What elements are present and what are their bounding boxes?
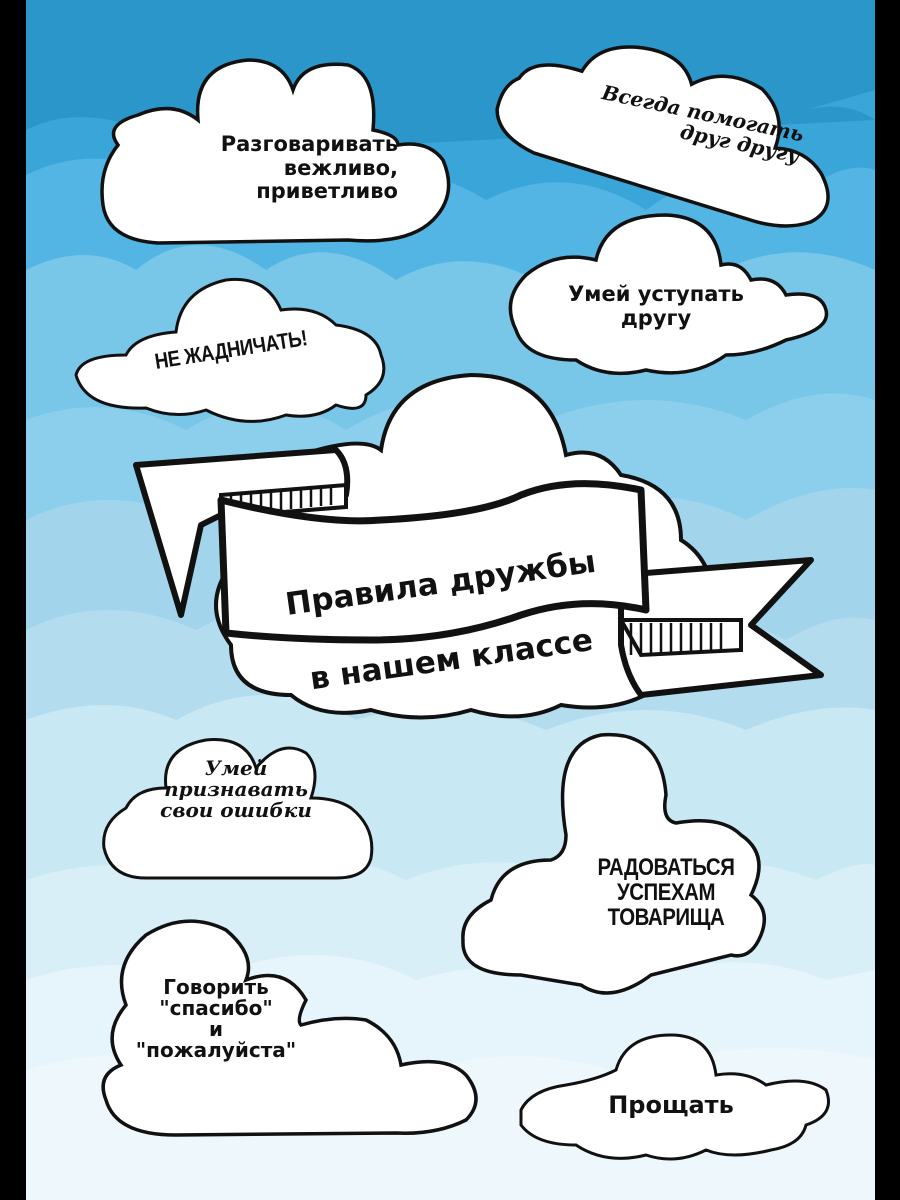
rule-cloud-help: Всегда помогать друг другу xyxy=(466,4,866,262)
title-banner-icon xyxy=(133,372,824,720)
left-letterbox-bar xyxy=(0,0,26,1200)
rule-text: РАДОВАТЬСЯ УСПЕХАМ ТОВАРИЩА xyxy=(597,854,735,932)
cloud-shape-icon xyxy=(519,1033,830,1161)
cloud-shape-icon xyxy=(100,58,451,245)
rule-cloud-thanks: Говорить "спасибо" и "пожалуйста" xyxy=(96,905,496,1137)
rule-cloud-not-greedy: НЕ ЖАДНИЧАТЬ! xyxy=(66,270,406,430)
rule-text: Прощать xyxy=(608,1091,734,1119)
poster-title-line1: Правила дружбы xyxy=(283,543,598,623)
rule-text: Умей уступать другу xyxy=(568,282,744,330)
right-letterbox-bar xyxy=(875,0,900,1200)
rule-cloud-forgive: Прощать xyxy=(516,1030,836,1170)
title-cloud: Правила дружбы в нашем классе xyxy=(121,365,841,730)
rule-cloud-rejoice: РАДОВАТЬСЯ УСПЕХАМ ТОВАРИЩА xyxy=(451,715,791,1000)
cloud-shape-icon xyxy=(495,45,830,228)
cloud-shape-icon xyxy=(461,732,767,995)
rule-cloud-polite: Разговаривать вежливо, приветливо xyxy=(78,45,458,250)
cloud-shape-icon xyxy=(508,213,829,376)
rule-text: Говорить "спасибо" и "пожалуйста" xyxy=(135,975,297,1062)
rule-cloud-admit: Умей признавать свои ошибки xyxy=(96,728,386,888)
rule-text: Умей признавать свои ошибки xyxy=(160,756,312,822)
cloud-shape-icon xyxy=(102,738,374,880)
cloud-shape-icon xyxy=(101,919,478,1137)
cloud-shape-icon xyxy=(74,277,386,423)
poster-title-line2: в нашем классе xyxy=(307,622,596,698)
rule-text: Разговаривать вежливо, приветливо xyxy=(220,132,398,204)
friendship-rules-poster: Разговаривать вежливо, приветливо Всегда… xyxy=(26,0,875,1200)
rule-cloud-yield: Умей уступать другу xyxy=(496,205,836,385)
